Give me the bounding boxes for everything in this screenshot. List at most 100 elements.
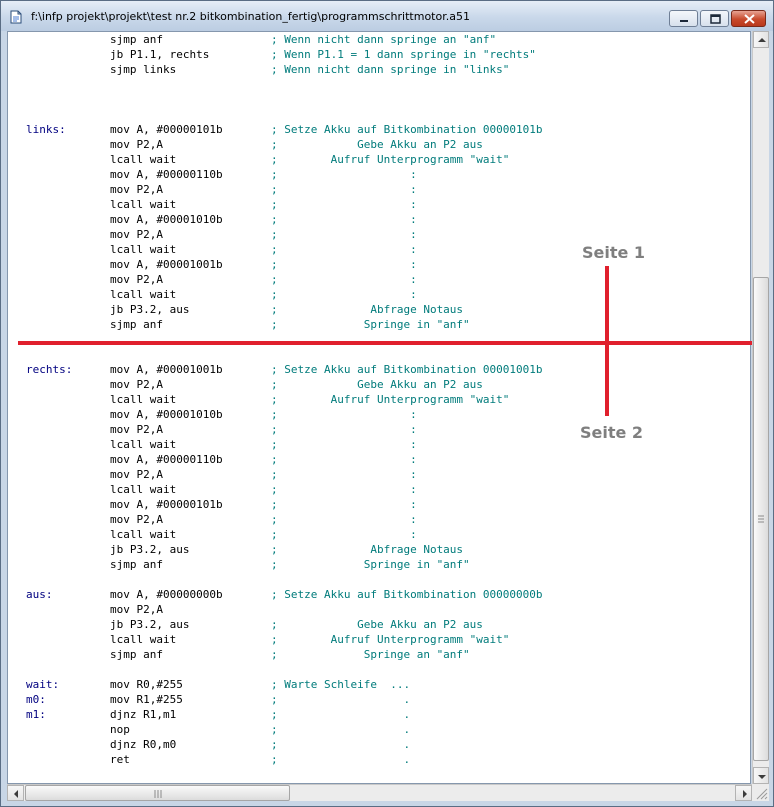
code-line[interactable]: mov A, #00000101b; : — [8, 497, 750, 512]
horizontal-scroll-thumb[interactable] — [25, 785, 290, 801]
code-line[interactable] — [8, 107, 750, 122]
code-line[interactable]: jb P1.1, rechts; Wenn P1.1 = 1 dann spri… — [8, 47, 750, 62]
code-line[interactable]: lcall wait; : — [8, 287, 750, 302]
code-line[interactable]: lcall wait; : — [8, 527, 750, 542]
code-line[interactable] — [8, 662, 750, 677]
code-instruction: mov R1,#255 — [110, 693, 183, 706]
code-line[interactable]: wait:mov R0,#255; Warte Schleife ... — [8, 677, 750, 692]
code-comment: ; : — [271, 228, 417, 241]
code-instruction: mov A, #00000110b — [110, 453, 223, 466]
code-line[interactable]: lcall wait; : — [8, 437, 750, 452]
code-line[interactable]: mov P2,A; : — [8, 182, 750, 197]
code-instruction: sjmp anf — [110, 318, 163, 331]
code-line[interactable]: nop; . — [8, 722, 750, 737]
code-line[interactable]: sjmp anf ; Springe in "anf" — [8, 317, 750, 332]
code-line[interactable]: mov P2,A; : — [8, 512, 750, 527]
code-instruction: mov P2,A — [110, 138, 163, 151]
code-line[interactable]: mov A, #00000110b; : — [8, 452, 750, 467]
code-instruction: ret — [110, 753, 130, 766]
code-line[interactable]: lcall wait; : — [8, 197, 750, 212]
code-line[interactable]: jb P3.2, aus; Gebe Akku an P2 aus — [8, 617, 750, 632]
code-line[interactable]: mov P2,A; Gebe Akku an P2 aus — [8, 377, 750, 392]
code-line[interactable]: lcall wait; : — [8, 482, 750, 497]
code-instruction: lcall wait — [110, 393, 177, 406]
maximize-button[interactable] — [700, 10, 729, 27]
code-comment: ; Gebe Akku an P2 aus — [271, 138, 483, 151]
scroll-down-button[interactable] — [753, 767, 769, 784]
code-comment: ; Springe in "anf" — [271, 318, 470, 331]
code-line[interactable]: sjmp anf; Springe in "anf" — [8, 557, 750, 572]
vertical-scroll-thumb[interactable] — [753, 277, 769, 761]
code-line[interactable] — [8, 347, 750, 362]
code-line[interactable]: lcall wait; : — [8, 242, 750, 257]
code-instruction: jb P3.2, aus — [110, 303, 190, 316]
code-line[interactable] — [8, 572, 750, 587]
code-instruction: mov A, #00001001b — [110, 363, 223, 376]
code-line[interactable]: lcall wait; Aufruf Unterprogramm "wait" — [8, 152, 750, 167]
minimize-button[interactable] — [669, 10, 698, 27]
code-comment: ; : — [271, 288, 417, 301]
code-comment: ; Aufruf Unterprogramm "wait" — [271, 393, 510, 406]
code-comment: ; Aufruf Unterprogramm "wait" — [271, 153, 510, 166]
code-comment: ; Springe in "anf" — [271, 558, 470, 571]
code-line[interactable]: jb P3.2, aus; Abfrage Notaus — [8, 542, 750, 557]
code-area[interactable]: sjmp anf; Wenn nicht dann springe an "an… — [8, 32, 750, 783]
code-line[interactable]: mov P2,A ; Gebe Akku an P2 aus — [8, 137, 750, 152]
code-label: m1: — [26, 708, 46, 721]
title-bar[interactable]: f:\infp projekt\projekt\test nr.2 bitkom… — [1, 1, 773, 31]
code-comment: ; : — [271, 243, 417, 256]
code-line[interactable]: jb P3.2, aus; Abfrage Notaus — [8, 302, 750, 317]
code-comment: ; : — [271, 213, 417, 226]
horizontal-scrollbar[interactable] — [7, 784, 752, 801]
code-line[interactable]: mov P2,A; : — [8, 272, 750, 287]
scroll-up-button[interactable] — [753, 31, 769, 48]
grip-icon — [758, 515, 764, 523]
code-comment: ; Gebe Akku an P2 aus — [271, 618, 483, 631]
code-instruction: mov A, #00000101b — [110, 498, 223, 511]
code-line[interactable]: sjmp links; Wenn nicht dann springe in "… — [8, 62, 750, 77]
maximize-icon — [710, 14, 721, 24]
code-instruction: sjmp anf — [110, 648, 163, 661]
arrow-left-icon — [14, 790, 18, 798]
code-line[interactable] — [8, 77, 750, 92]
code-editor[interactable]: sjmp anf; Wenn nicht dann springe an "an… — [7, 31, 751, 784]
code-line[interactable]: mov P2,A; : — [8, 422, 750, 437]
code-line[interactable] — [8, 92, 750, 107]
code-comment: ; . — [271, 738, 411, 751]
code-instruction: lcall wait — [110, 438, 177, 451]
code-line[interactable]: mov P2,A — [8, 602, 750, 617]
vertical-scrollbar[interactable] — [752, 31, 769, 784]
code-line[interactable]: links:mov A, #00000101b; Setze Akku auf … — [8, 122, 750, 137]
code-comment: ; : — [271, 483, 417, 496]
code-instruction: mov A, #00000101b — [110, 123, 223, 136]
code-line[interactable]: mov A, #00001001b; : — [8, 257, 750, 272]
code-line[interactable]: mov A, #00000110b; : — [8, 167, 750, 182]
size-grip[interactable] — [752, 784, 769, 801]
code-comment: ; : — [271, 273, 417, 286]
code-comment: ; Gebe Akku an P2 aus — [271, 378, 483, 391]
code-comment: ; Abfrage Notaus — [271, 543, 464, 556]
code-line[interactable]: lcall wait; Aufruf Unterprogramm "wait" — [8, 632, 750, 647]
code-line[interactable] — [8, 332, 750, 347]
close-button[interactable] — [731, 10, 766, 27]
code-comment: ; : — [271, 423, 417, 436]
code-instruction: mov A, #00001010b — [110, 213, 223, 226]
code-line[interactable]: mov P2,A; : — [8, 227, 750, 242]
code-line[interactable]: ret; . — [8, 752, 750, 767]
scroll-left-button[interactable] — [7, 785, 24, 801]
code-line[interactable]: mov A, #00001010b ; : — [8, 212, 750, 227]
code-comment: ; Springe an "anf" — [271, 648, 470, 661]
code-line[interactable]: djnz R0,m0; . — [8, 737, 750, 752]
code-comment: ; : — [271, 183, 417, 196]
code-line[interactable]: sjmp anf; Wenn nicht dann springe an "an… — [8, 32, 750, 47]
code-line[interactable]: sjmp anf ; Springe an "anf" — [8, 647, 750, 662]
code-line[interactable]: aus:mov A, #00000000b; Setze Akku auf Bi… — [8, 587, 750, 602]
code-line[interactable]: rechts:mov A, #00001001b; Setze Akku auf… — [8, 362, 750, 377]
scroll-right-button[interactable] — [735, 785, 752, 801]
code-line[interactable]: m0:mov R1,#255; . — [8, 692, 750, 707]
code-line[interactable]: m1:djnz R1,m1; . — [8, 707, 750, 722]
code-line[interactable]: mov P2,A; : — [8, 467, 750, 482]
code-line[interactable]: lcall wait ; Aufruf Unterprogramm "wait" — [8, 392, 750, 407]
code-line[interactable]: mov A, #00001010b; : — [8, 407, 750, 422]
